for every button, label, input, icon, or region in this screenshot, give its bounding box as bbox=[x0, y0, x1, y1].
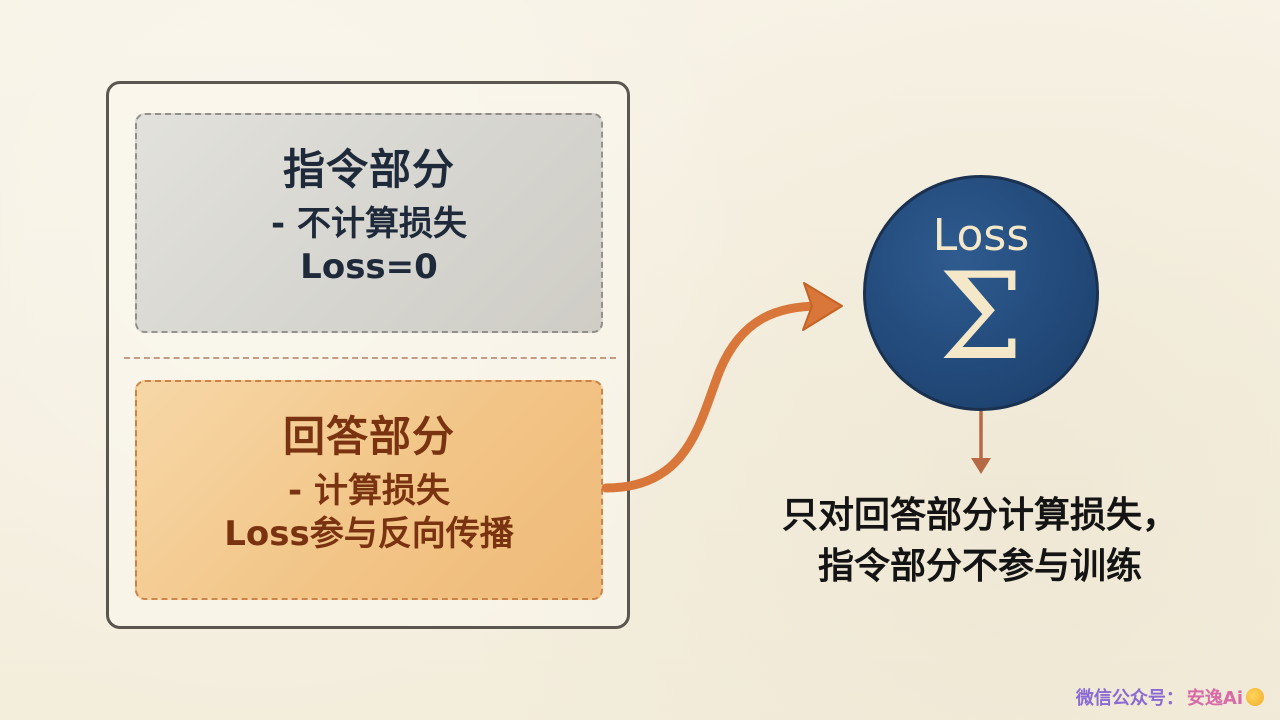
instruction-title: 指令部分 bbox=[282, 145, 455, 194]
section-divider bbox=[124, 357, 616, 359]
caption: 只对回答部分计算损失， 指令部分不参与训练 bbox=[750, 490, 1210, 592]
instruction-section: 指令部分 - 不计算损失 Loss=0 bbox=[135, 113, 603, 333]
sigma-icon: Σ bbox=[938, 248, 1024, 387]
answer-desc: - 计算损失 bbox=[288, 471, 450, 511]
loss-label: Loss bbox=[932, 210, 1030, 261]
caption-line-1: 只对回答部分计算损失， bbox=[781, 495, 1178, 536]
watermark-brand: 安逸Ai bbox=[1186, 688, 1243, 709]
duck-icon bbox=[1246, 688, 1264, 706]
answer-title: 回答部分 bbox=[282, 412, 455, 461]
instruction-loss: Loss=0 bbox=[300, 246, 438, 287]
answer-section: 回答部分 - 计算损失 Loss参与反向传播 bbox=[135, 380, 603, 600]
instruction-desc: - 不计算损失 bbox=[271, 204, 467, 244]
watermark-prefix: 微信公众号： bbox=[1075, 688, 1184, 709]
answer-loss: Loss参与反向传播 bbox=[224, 513, 514, 554]
loss-sum-node: Loss Σ bbox=[863, 175, 1099, 411]
watermark: 微信公众号： 安逸Ai bbox=[1076, 684, 1264, 710]
caption-line-2: 指令部分不参与训练 bbox=[817, 546, 1142, 588]
